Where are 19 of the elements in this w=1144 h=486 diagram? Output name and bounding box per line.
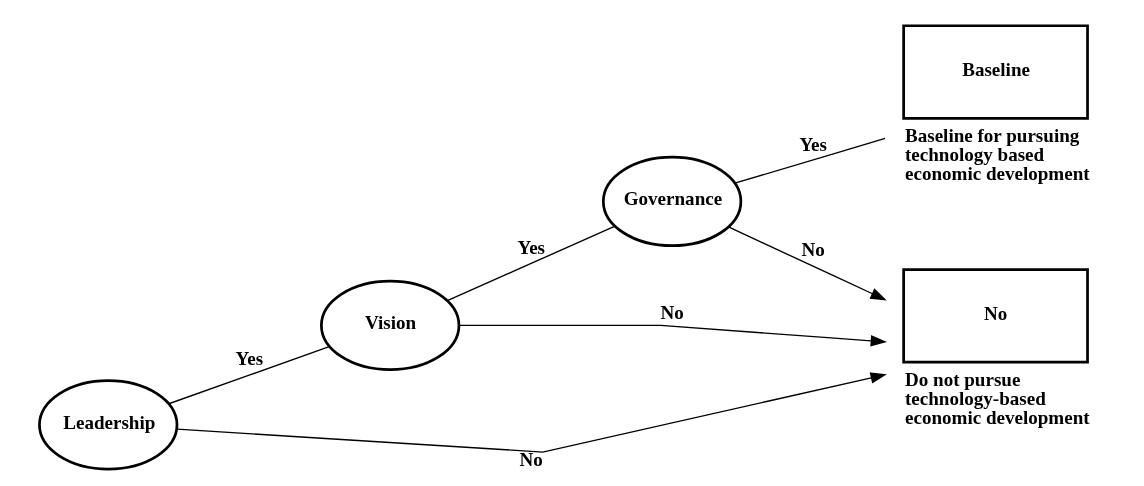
edge-label: Yes [235, 348, 264, 370]
arrow [727, 226, 887, 301]
node-ellipse: Governance [601, 155, 743, 248]
connector [734, 137, 886, 184]
edge-label: No [801, 239, 825, 261]
edge-label: Yes [799, 134, 827, 156]
edge-label: No [660, 301, 684, 323]
node-box: Baseline [902, 24, 1089, 120]
connector [446, 225, 616, 302]
arrow [458, 324, 887, 347]
node-label: Do not pursue technology-based economic development [905, 368, 1090, 428]
edge-label: Yes [517, 236, 546, 258]
connector [168, 345, 330, 405]
edge-label: No [519, 448, 543, 470]
arrow [176, 372, 887, 453]
node-box: No [902, 268, 1089, 364]
node-label: Baseline for pursuing technology based economic development [905, 124, 1090, 184]
node-ellipse: Vision [320, 279, 461, 372]
node-ellipse: Leadership [38, 379, 179, 471]
